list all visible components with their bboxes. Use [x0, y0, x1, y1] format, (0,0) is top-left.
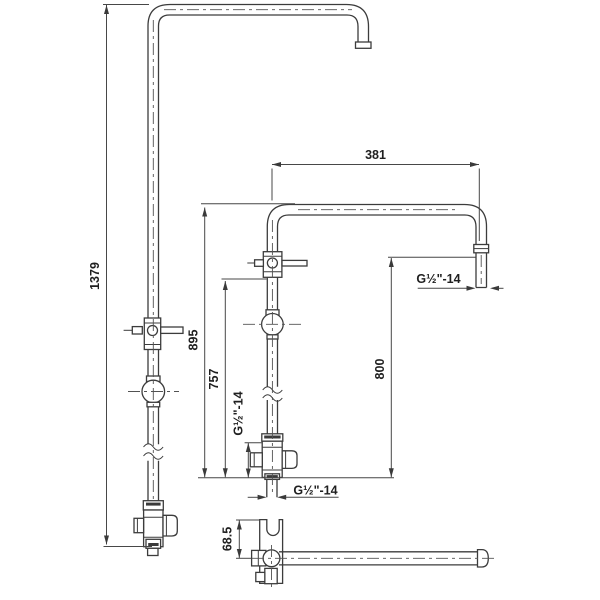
pipe-break-icon [143, 452, 164, 460]
valve-outlet-stub [146, 547, 159, 557]
top-view-shower-arm [250, 518, 497, 588]
front-view-full-column [123, 3, 372, 557]
dimension-arm-end-thread: G½"-14 [416, 272, 504, 291]
pipe-break-icon [143, 443, 164, 451]
arm-end-thread-label: G½"-14 [416, 272, 460, 286]
dimension-overall-height: 1379 [88, 4, 152, 547]
ball-joint [243, 309, 303, 340]
arm-reach-label: 381 [365, 148, 386, 162]
handle-right [281, 259, 308, 267]
pipe-outer-edge [266, 203, 488, 252]
riser-segment [147, 406, 160, 445]
handle-right [160, 326, 184, 335]
slide-holder-fitting [123, 317, 184, 351]
pipe-inner-edge [276, 214, 477, 252]
riser-segment [266, 339, 279, 387]
handle-left [253, 259, 265, 267]
bottom-valve [249, 433, 298, 498]
valve-left-port [249, 452, 263, 468]
slide-holder-fitting [247, 251, 308, 278]
dimension-riser-height: 895 [187, 203, 295, 478]
lower-elbow-nub [255, 571, 266, 583]
valve-left-port [133, 517, 145, 534]
bracket-offset-label: 68.5 [221, 527, 235, 551]
pipe-inner-edge [157, 14, 359, 318]
dimension-bottom-outlet-thread: G½"-14 [247, 484, 339, 500]
riser-segment [266, 277, 279, 310]
pipe-outer-edge [147, 3, 370, 318]
diverter-height-label: 757 [207, 369, 221, 390]
dimension-arm-reach: 381 [271, 148, 480, 241]
riser-segment [147, 349, 160, 376]
dimension-diverter-height: 757 [207, 278, 267, 478]
overall-height-label: 1379 [88, 262, 102, 290]
bottom-outlet-thread-label: G½"-14 [293, 484, 337, 498]
arm-threaded-end [475, 252, 488, 289]
handle-left [131, 325, 143, 335]
arm-end-collar [354, 41, 372, 49]
valve-knob [162, 514, 178, 537]
pivot-circle [146, 324, 159, 337]
riser-segment [147, 460, 160, 501]
valve-outlet-stub [266, 479, 278, 498]
riser-segment [266, 400, 279, 434]
side-outlet-thread-label: G½"-14 [232, 391, 246, 435]
bottom-valve [133, 500, 178, 557]
dimension-side-outlet-thread: G½"-14 [232, 391, 262, 478]
detail-view-upper-column [243, 203, 490, 498]
valve-knob [281, 450, 298, 470]
dimension-arm-height: 800 [373, 256, 476, 478]
arm-height-label: 800 [373, 359, 387, 380]
riser-height-label: 895 [187, 330, 201, 351]
lower-elbow [264, 567, 278, 585]
dimension-bracket-offset: 68.5 [221, 519, 260, 559]
